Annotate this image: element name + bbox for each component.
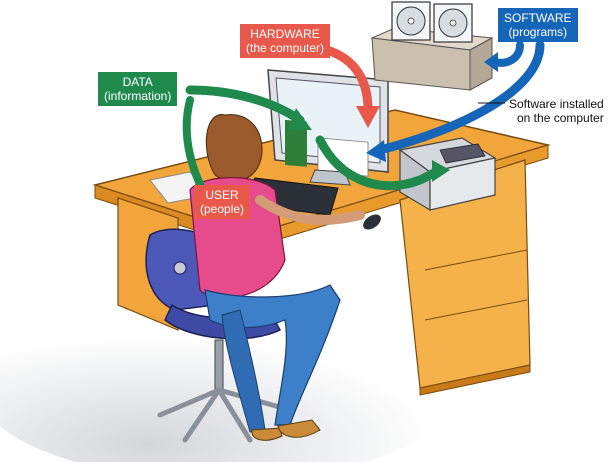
arrow-software-icon bbox=[366, 40, 545, 162]
software-disc-icon bbox=[396, 6, 468, 38]
hardware-label-subtitle: (the computer) bbox=[246, 41, 325, 55]
data-label: DATA (information) bbox=[98, 72, 178, 106]
hardware-label: HARDWARE (the computer) bbox=[240, 24, 331, 58]
mouse bbox=[363, 214, 381, 230]
arrow-data-icon bbox=[182, 85, 450, 199]
hardware-label-title: HARDWARE bbox=[250, 27, 320, 41]
user-label: USER (people) bbox=[194, 185, 251, 219]
user-label-title: USER bbox=[205, 188, 239, 202]
software-installed-note: Software installed on the computer bbox=[509, 97, 604, 125]
user-label-subtitle: (people) bbox=[200, 202, 245, 216]
software-installed-line2: on the computer bbox=[517, 111, 604, 125]
floor-shadow bbox=[0, 300, 460, 462]
software-label-subtitle: (programs) bbox=[508, 25, 568, 39]
data-label-title: DATA bbox=[122, 75, 153, 89]
software-label: SOFTWARE (programs) bbox=[498, 8, 578, 42]
data-label-subtitle: (information) bbox=[104, 89, 172, 103]
software-installed-line1: Software installed bbox=[509, 97, 604, 111]
software-label-title: SOFTWARE bbox=[504, 11, 572, 25]
software-shelf bbox=[370, 1, 494, 91]
monitor bbox=[267, 69, 389, 186]
